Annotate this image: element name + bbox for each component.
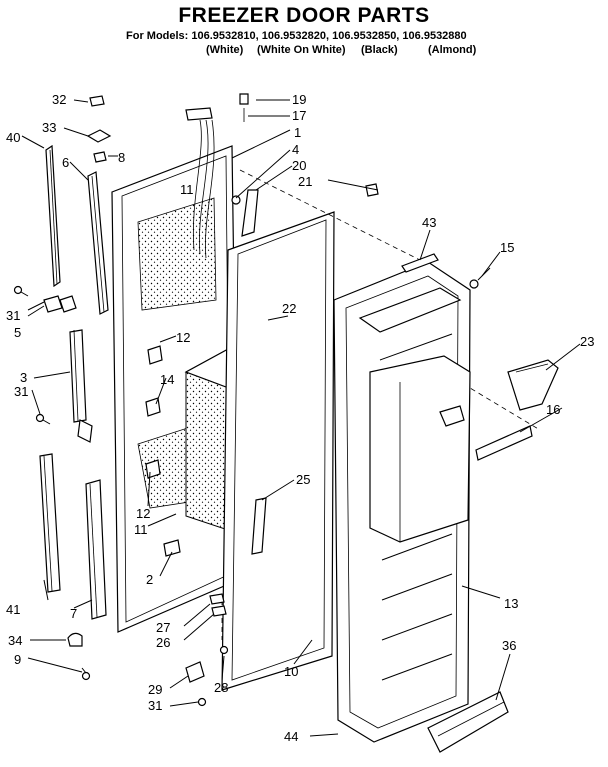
callout-26: 26	[156, 635, 170, 650]
hinge-part-27	[209, 593, 225, 605]
trim-strip-40	[45, 144, 61, 288]
callout-15: 15	[500, 240, 514, 255]
part-8	[93, 151, 107, 163]
callout-9: 9	[14, 652, 21, 667]
callout-11-bottom: 11	[134, 522, 148, 537]
clip-34	[67, 632, 83, 647]
callout-19: 19	[292, 92, 306, 107]
callout-16: 16	[546, 402, 560, 417]
callout-11-top: 11	[180, 182, 194, 197]
callout-22: 22	[282, 301, 296, 316]
leader-lines	[21, 99, 581, 737]
callout-5: 5	[14, 325, 21, 340]
callout-31-mid: 31	[14, 384, 28, 399]
callout-7: 7	[70, 606, 77, 621]
screw-31-mid	[35, 413, 51, 425]
tube-25	[251, 497, 267, 555]
bracket-14	[145, 397, 161, 417]
part-4	[231, 195, 241, 205]
bracket-12b	[145, 459, 161, 479]
callout-17: 17	[292, 108, 306, 123]
color-label-black: (Black)	[361, 44, 398, 56]
callout-21: 21	[298, 174, 312, 189]
callout-13: 13	[504, 596, 518, 611]
trim-strip-41	[39, 453, 61, 593]
callout-31-bottom: 31	[148, 698, 162, 713]
callout-1: 1	[294, 125, 301, 140]
callout-41: 41	[6, 602, 20, 617]
trim-bar-16	[475, 425, 533, 461]
screw-31-top	[13, 285, 29, 297]
callout-25: 25	[296, 472, 310, 487]
screw-5	[43, 295, 63, 313]
insulation-upper	[137, 197, 217, 311]
bracket-2	[163, 539, 181, 557]
hinge-29	[185, 661, 205, 683]
callout-40: 40	[6, 130, 20, 145]
door-handle	[59, 295, 93, 443]
part-32	[89, 95, 105, 107]
wire-harness	[185, 107, 215, 259]
hinge-part-26	[211, 605, 227, 617]
screw-15	[469, 267, 491, 289]
callout-3: 3	[20, 370, 27, 385]
ice-chute-23	[507, 359, 559, 411]
color-label-almond: (Almond)	[428, 44, 477, 56]
callout-28: 28	[214, 680, 228, 695]
tube-20	[241, 189, 259, 237]
screw-28	[219, 645, 229, 655]
dispenser-panel	[369, 355, 471, 543]
callout-29: 29	[148, 682, 162, 697]
callout-10: 10	[284, 664, 298, 679]
guide-line-upper	[239, 169, 421, 261]
callout-20: 20	[292, 158, 306, 173]
bracket-12a	[147, 345, 163, 365]
model-numbers: For Models: 106.9532810, 106.9532820, 10…	[126, 30, 467, 42]
door-shelves	[379, 333, 453, 681]
callout-6: 6	[62, 155, 69, 170]
callout-44: 44	[284, 729, 298, 744]
callout-33: 33	[42, 120, 56, 135]
screw-31-bottom	[197, 697, 207, 707]
callout-31-top: 31	[6, 308, 20, 323]
color-label-white: (White)	[206, 44, 244, 56]
callout-23: 23	[580, 334, 594, 349]
door-shelf-36	[427, 691, 509, 753]
callout-27: 27	[156, 620, 170, 635]
part-33	[86, 129, 112, 143]
callout-14: 14	[160, 372, 174, 387]
callout-2: 2	[146, 572, 153, 587]
part-21	[365, 183, 379, 197]
color-label-white-on-white: (White On White)	[257, 44, 346, 56]
part-19	[239, 93, 249, 105]
trim-strip-6	[87, 171, 109, 315]
callout-12-top: 12	[176, 330, 190, 345]
callout-32: 32	[52, 92, 66, 107]
callout-12-bottom: 12	[136, 506, 150, 521]
trim-strip-7	[85, 479, 107, 620]
callout-34: 34	[8, 633, 22, 648]
trim-43	[401, 253, 439, 273]
callout-4: 4	[292, 142, 299, 157]
screw-9	[81, 667, 91, 681]
callout-8: 8	[118, 150, 125, 165]
callout-43: 43	[422, 215, 436, 230]
diagram-title: FREEZER DOOR PARTS	[178, 4, 430, 27]
door-gasket	[221, 211, 335, 691]
callout-36: 36	[502, 638, 516, 653]
